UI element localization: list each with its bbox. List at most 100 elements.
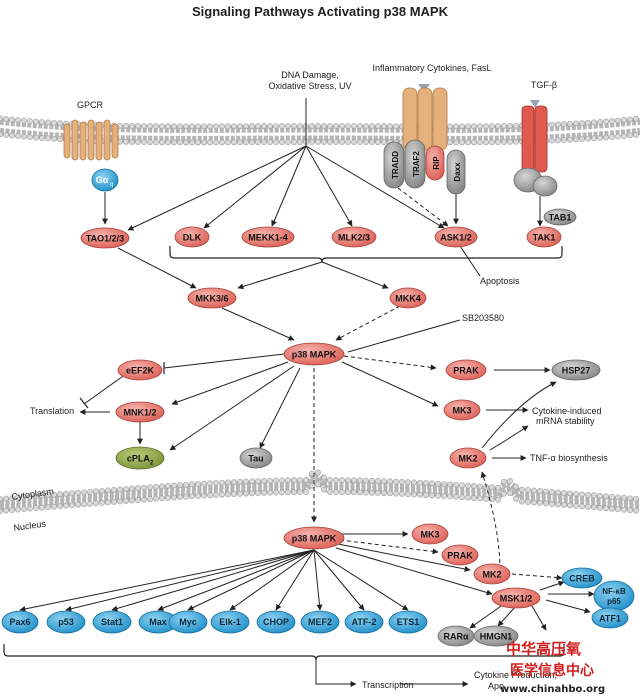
galpha-protein: Gα q [91,168,119,192]
svg-text:Pax6: Pax6 [9,617,30,627]
edge-mkk36-p38 [221,307,295,341]
edge-eef2k-translation-bar [79,397,89,409]
translation-label: Translation [30,406,74,416]
tgfb-receptor [513,100,558,197]
svg-text:ETS1: ETS1 [397,617,420,627]
svg-text:RARα: RARα [443,631,468,641]
edge-p38n-tf-2 [111,549,315,612]
node-dlk: DLK [174,226,210,248]
svg-text:Myc: Myc [179,617,197,627]
node-tak: TAK1 [526,226,562,248]
svg-text:MLK2/3: MLK2/3 [338,232,370,242]
edge-msk-rar [469,603,505,629]
svg-text:PRAK: PRAK [453,365,479,375]
tf-elk-1: Elk-1 [210,610,250,634]
node-hsp27: HSP27 [551,359,601,381]
tf-myc: Myc [168,610,208,634]
edge-p38n-tf-1 [65,549,315,612]
node-prak-nuclear: PRAK [441,544,479,566]
svg-text:TRADD: TRADD [391,151,400,179]
cytokine-receptor [402,84,448,151]
watermark-logo: 中华高压氧 医学信息中心 www.chinahbo.org [500,640,605,695]
svg-text:ASK1/2: ASK1/2 [440,232,472,242]
apoptosis-label: Apoptosis [480,276,520,286]
node-mekk: MEKK1-4 [241,226,295,248]
tf-atf-2: ATF-2 [344,610,384,634]
svg-text:Elk-1: Elk-1 [219,617,241,627]
edge-mk2-mrna [489,425,529,451]
tf-stat1: Stat1 [92,610,132,634]
svg-text:NF-κB: NF-κB [602,587,626,596]
node-p38: p38 MAPK [283,342,345,366]
cytokines-label: Inflammatory Cytokines, FasL [372,63,491,73]
svg-text:CHOP: CHOP [263,617,289,627]
svg-text:DLK: DLK [183,232,202,242]
svg-text:Max: Max [149,617,167,627]
node-prak: PRAK [445,359,487,381]
edge-p38-mnk [171,361,289,405]
svg-text:CREB: CREB [569,573,595,583]
svg-text:MK3: MK3 [452,405,471,415]
pathway-nodes: TAO1/2/3 DLK MEKK1-4 MLK2/3 ASK1/2 TAB1TAK1MK… [1,208,635,647]
edge-stimulus-tao [127,145,307,231]
svg-text:MEF2: MEF2 [308,617,332,627]
svg-text:p38 MAPK: p38 MAPK [292,349,337,359]
edge-p38-eef2k [163,353,285,369]
tf-chop: CHOP [256,610,296,634]
node-eef2k: eEF2K [117,359,163,381]
svg-text:MK2: MK2 [482,569,501,579]
svg-text:eEF2K: eEF2K [126,365,155,375]
edge-p38n-prakn [339,539,439,555]
svg-text:cPLA2: cPLA2 [127,453,154,466]
svg-text:HMGN1: HMGN1 [480,631,513,641]
node-mkk36: MKK3/6 [187,287,237,309]
gpcr-label: GPCR [77,100,104,110]
svg-text:HSP27: HSP27 [562,365,591,375]
cytokine-production-label: Cytokine Production, [474,670,557,680]
node-mk3: MK3 [443,399,481,421]
edge-stimulus-mlk [305,145,353,227]
edge-sb-p38 [347,319,461,353]
svg-text:PRAK: PRAK [447,550,473,560]
tradd-protein: TRADD [383,141,405,189]
svg-text:TAB1: TAB1 [549,212,572,222]
rip-protein: RIP [425,145,445,181]
node-mnk: MNK1/2 [115,401,165,423]
traf2-protein: TRAF2 [404,139,426,189]
svg-text:MK2: MK2 [458,453,477,463]
svg-text:q: q [110,182,113,188]
edge-transcription-arrow [315,660,357,687]
tnf-label: TNF-α biosynthesis [530,453,608,463]
edge-p38n-tf-7 [313,549,323,611]
svg-text:Daxx: Daxx [453,162,462,182]
sb203580-label: SB203580 [462,313,504,323]
edge-msk-hmgn [497,605,517,627]
cytokine-mrna-label-line1: Cytokine-induced [532,406,602,416]
edge-msk-lower [531,605,547,631]
node-rar: RARα [437,625,475,647]
edge-ask-apoptosis [459,245,481,277]
diagram-title: Signaling Pathways Activating p38 MAPK [192,4,449,19]
edge-p38-tau [259,367,301,449]
node-tab: TAB1 [543,208,577,226]
svg-text:Gα: Gα [96,175,109,185]
edge-stimulus-dlk [203,145,307,229]
edge-stimulus-mekk [271,145,307,227]
svg-text:MKK4: MKK4 [395,293,421,303]
edge-p38n-tf-9 [313,549,409,611]
node-tao: TAO1/2/3 [80,227,130,249]
edge-brace-mkk4 [321,261,389,289]
edge-p38-cpla [169,365,295,451]
svg-text:Tau: Tau [248,453,263,463]
tf-pax6: Pax6 [1,610,39,634]
svg-text:中华高压氧: 中华高压氧 [506,640,581,658]
svg-text:www.chinahbo.org: www.chinahbo.org [500,684,605,695]
node-p38-nuclear: p38 MAPK [283,526,345,550]
edge-mk2n-creb [511,573,563,581]
edge-p38n-tf-3 [157,549,315,611]
svg-text:TAK1: TAK1 [533,232,556,242]
edge-brace-mkk36 [237,261,323,290]
pathway-arrows [19,98,595,687]
transcription-label: Transcription [362,680,414,690]
